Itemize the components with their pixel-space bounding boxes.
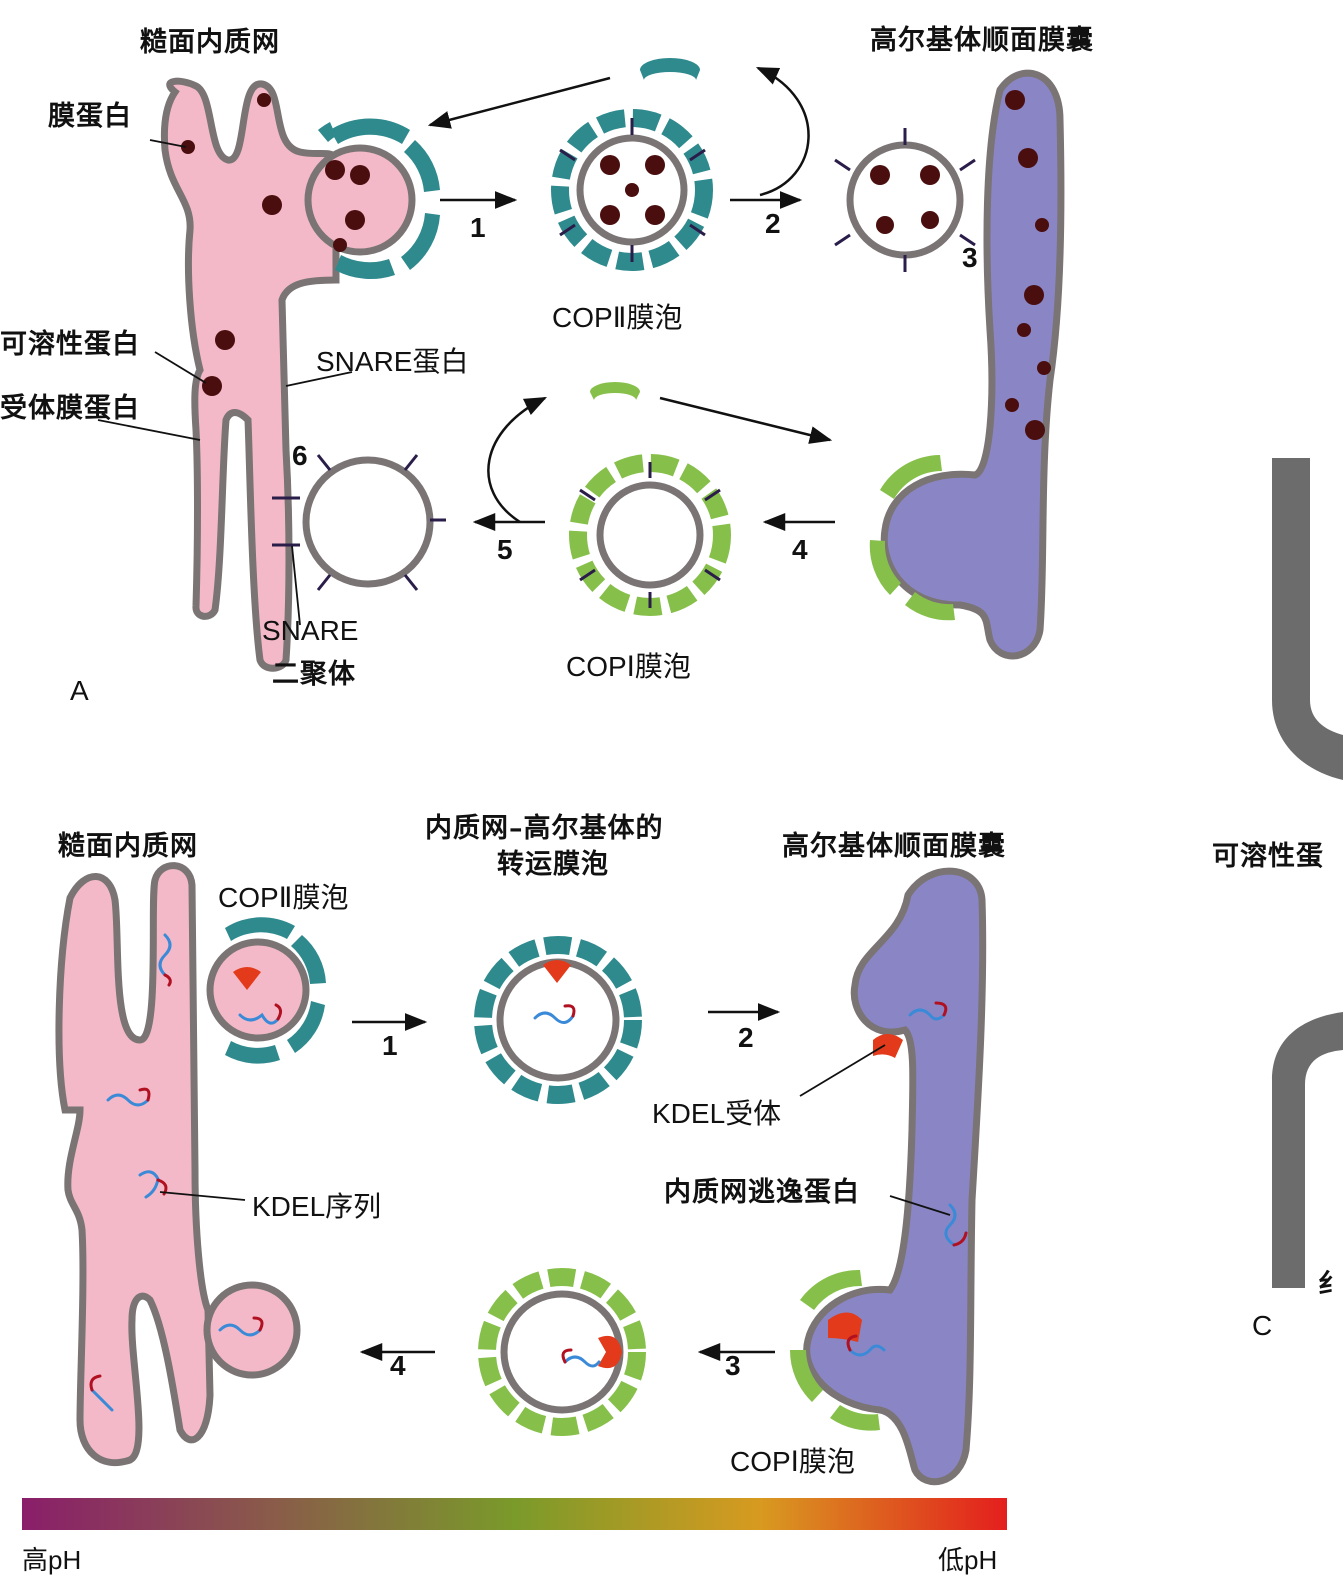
kdel-cargo-proteins (89, 933, 968, 1412)
panel-letter-a: A (70, 675, 89, 706)
label-snare-dimer-1: SNARE (262, 615, 359, 646)
label-copii-vesicle-b: COPⅡ膜泡 (218, 882, 349, 913)
label-soluble-protein: 可溶性蛋白 (0, 329, 140, 360)
kdel-receptor-golgi-b2 (828, 1312, 862, 1342)
copii-coat-bud-b (225, 917, 326, 1064)
golgi-shape-a (880, 69, 1065, 660)
er-shape-b (55, 862, 214, 1467)
copi-coat-golgi-a (869, 455, 955, 621)
step-6-a: 6 (292, 440, 308, 471)
label-snare-protein: SNARE蛋白 (316, 346, 469, 377)
panel-letter-c: C (1252, 1310, 1273, 1341)
step-1-a: 1 (470, 212, 486, 243)
kdel-receptor-golgi-b (873, 1034, 903, 1058)
uncoated-vesicle-a (834, 128, 976, 272)
pointer-lines-b (159, 1044, 951, 1216)
title-er-a: 糙面内质网 (140, 27, 280, 58)
step-5-a: 5 (497, 534, 513, 565)
label-copi-vesicle-a: COPⅠ膜泡 (566, 651, 691, 682)
title-golgi-a: 高尔基体顺面膜囊 (870, 25, 1094, 56)
copi-vesicle-b (478, 1268, 646, 1436)
ph-gradient-bar (22, 1498, 1007, 1530)
docking-vesicle-a (272, 454, 446, 591)
arrows-a (427, 66, 835, 531)
label-panel-c-partial: 可溶性蛋 (1212, 841, 1324, 872)
pointer-lines-a (97, 139, 353, 626)
copii-coat-bud-a (318, 118, 440, 280)
copi-coat-fragment-a (590, 382, 640, 400)
copii-vesicle-a (551, 109, 713, 271)
label-escaped-protein: 内质网逃逸蛋白 (664, 1177, 860, 1208)
copi-coat-golgi-b (789, 1269, 880, 1431)
ph-high-label: 高pH (22, 1545, 82, 1575)
er-proteins-a (181, 93, 370, 396)
title-golgi-b: 高尔基体顺面膜囊 (782, 831, 1006, 862)
arrows-b (352, 1003, 781, 1361)
er-bud-b-top (206, 938, 310, 1042)
step-2-a: 2 (765, 208, 781, 239)
panel-c-shape-bottom (1272, 1012, 1343, 1288)
label-kdel-receptor: KDEL受体 (652, 1098, 782, 1129)
panel-c-shape-top (1272, 458, 1343, 780)
title-er-b: 糙面内质网 (58, 831, 198, 862)
step-4-b: 4 (390, 1350, 406, 1381)
label-panel-c-partial-2: 纟 (1318, 1269, 1343, 1300)
title-transport-1: 内质网–高尔基体的 (425, 813, 664, 844)
label-copi-vesicle-b: COPⅠ膜泡 (730, 1446, 855, 1477)
label-copii-vesicle-a: COPⅡ膜泡 (552, 302, 683, 333)
step-3-b: 3 (725, 1350, 741, 1381)
label-snare-dimer-2: 二聚体 (272, 659, 356, 690)
copi-vesicle-a (569, 454, 731, 616)
er-shape-a (160, 77, 340, 672)
step-1-b: 1 (382, 1030, 398, 1061)
label-receptor-protein: 受体膜蛋白 (0, 393, 140, 424)
step-3-a: 3 (962, 242, 978, 273)
kdel-receptor-er-b (233, 967, 261, 990)
label-membrane-protein: 膜蛋白 (48, 101, 132, 132)
copii-coat-fragment-a (640, 58, 700, 80)
step-2-b: 2 (738, 1022, 754, 1053)
ph-low-label: 低pH (938, 1545, 998, 1575)
er-bud-a (304, 144, 416, 256)
er-bud-b-bottom (203, 1281, 301, 1379)
step-4-a: 4 (792, 534, 808, 565)
golgi-proteins-a (1005, 90, 1051, 440)
label-kdel-sequence: KDEL序列 (252, 1191, 382, 1222)
title-transport-2: 转运膜泡 (497, 849, 609, 880)
